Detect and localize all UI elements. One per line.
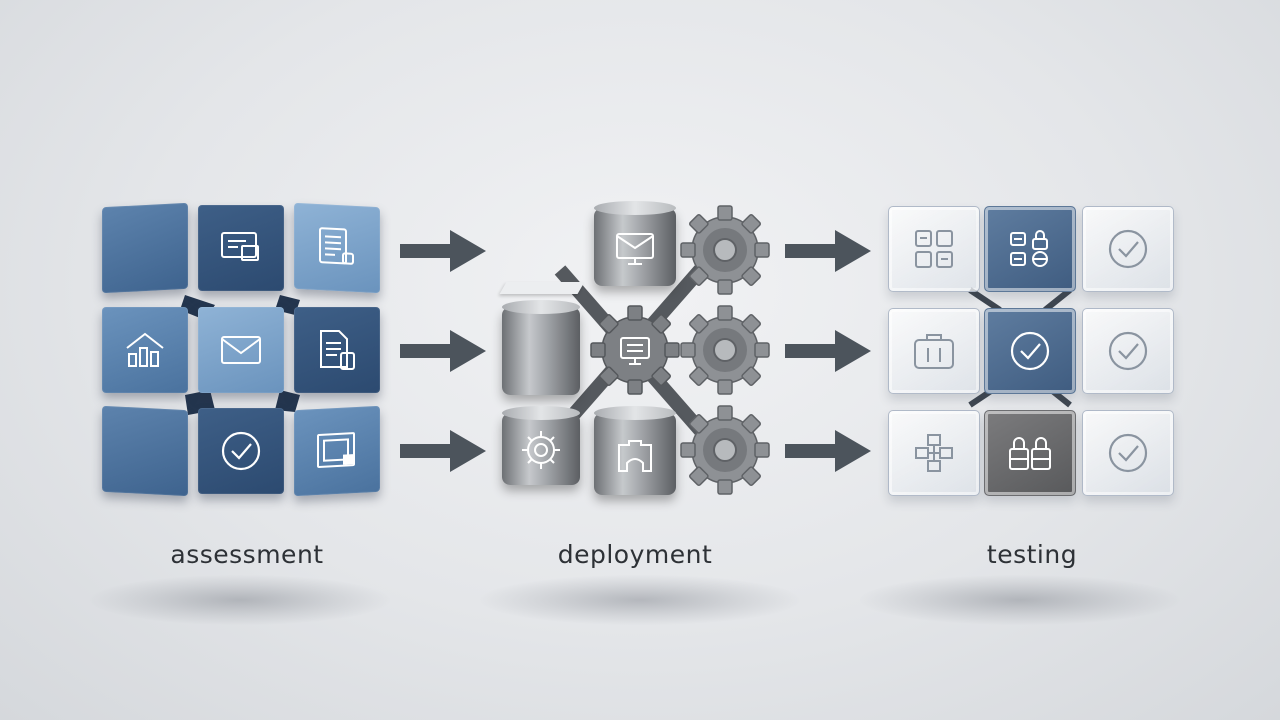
gear-icon	[680, 405, 770, 495]
glass-cube	[984, 206, 1076, 292]
paper-sheet	[499, 282, 585, 294]
assessment-tile	[198, 307, 284, 393]
arrow-icon	[400, 330, 486, 372]
assessment-tile	[102, 202, 188, 294]
gear-icon	[522, 431, 560, 470]
check-circle-icon	[1010, 331, 1050, 371]
glass-cube	[984, 308, 1076, 394]
stage-label-deployment: deployment	[557, 540, 713, 569]
mail-icon	[221, 336, 261, 364]
glass-cube	[888, 410, 980, 496]
glass-cube	[984, 410, 1076, 496]
assessment-tile	[198, 408, 284, 494]
glass-cube	[1082, 206, 1174, 292]
arrow-icon	[785, 230, 871, 272]
glass-cube	[1082, 308, 1174, 394]
glass-cube	[888, 206, 980, 292]
glass-cube	[1082, 410, 1174, 496]
monitor-icon	[620, 337, 650, 365]
files-icon	[320, 330, 355, 370]
frame-icon	[317, 432, 355, 468]
arrow-icon	[785, 430, 871, 472]
arrow-icon	[400, 230, 486, 272]
machine-icon	[618, 439, 652, 472]
metal-cylinder	[594, 201, 676, 286]
check-circle-icon	[221, 431, 261, 471]
check-circle-icon	[1108, 433, 1148, 473]
metal-cylinder	[594, 406, 676, 495]
stage-label-assessment: assessment	[170, 540, 324, 569]
floor-shadow-3	[860, 575, 1180, 625]
assessment-tile	[102, 307, 188, 393]
home-chart-icon	[126, 332, 164, 367]
mail-monitor-icon	[616, 232, 654, 265]
arrow-icon	[400, 430, 486, 472]
assessment-tile	[294, 202, 380, 294]
check-circle-icon	[1108, 331, 1148, 371]
assessment-tile	[294, 405, 380, 497]
arrow-icon	[785, 330, 871, 372]
lock-list-icon	[1010, 230, 1048, 267]
metal-cylinder	[502, 300, 580, 395]
metal-cylinder	[502, 406, 580, 485]
document-icon	[319, 227, 354, 265]
toolbox-icon	[914, 334, 954, 369]
stage-label-testing: testing	[986, 540, 1078, 569]
assessment-tile	[198, 205, 284, 291]
gear-icon	[680, 205, 770, 295]
glass-cube	[888, 308, 980, 394]
assessment-tile	[294, 307, 380, 393]
floor-shadow-1	[90, 575, 390, 625]
gear-icon	[590, 305, 680, 395]
form-icon	[221, 232, 259, 261]
network-icon	[915, 434, 953, 472]
grid-icon	[915, 230, 953, 268]
gear-icon	[680, 305, 770, 395]
check-circle-icon	[1108, 229, 1148, 269]
floor-shadow-2	[480, 575, 800, 625]
locks-icon	[1009, 437, 1051, 470]
assessment-tile	[102, 405, 188, 497]
